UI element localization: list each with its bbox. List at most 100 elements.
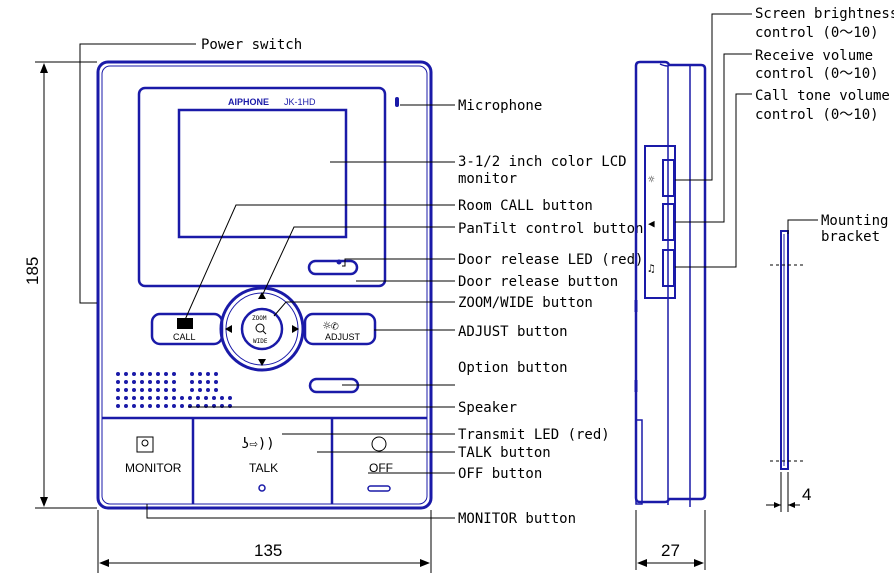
speaker-hole [172,388,176,392]
speaker-hole [164,380,168,384]
speaker-hole [164,396,168,400]
lcd-monitor [177,108,348,239]
label-transmit-led: Transmit LED (red) [458,427,610,443]
label-mounting-2: bracket [821,229,880,245]
leader-lines [79,43,455,519]
pantilt-control[interactable] [219,286,305,372]
label-brightness-2: control (0～10) [755,25,879,41]
mounting-bracket: Mounting bracket 4 [766,213,888,512]
label-room-call: Room CALL button [458,198,593,214]
svg-text:ADJUST: ADJUST [325,332,361,342]
magnifier-icon [255,323,265,333]
svg-text:WIDE: WIDE [253,338,268,345]
transmit-led [258,484,266,492]
speaker-hole [140,380,144,384]
label-speaker: Speaker [458,400,517,416]
speaker-hole [172,380,176,384]
speaker-hole [206,372,210,376]
adjust-icon: ☼✆ [323,319,339,334]
label-door-button: Door release button [458,274,618,290]
speaker-hole [156,372,160,376]
speaker-hole [164,388,168,392]
arrow-left-icon [225,325,232,333]
speaker-hole [148,404,152,408]
side-view: ☼ ◀ ♫ [634,60,707,507]
speaker-hole [140,404,144,408]
arrow-right-icon [292,325,299,333]
height-value: 185 [23,257,42,285]
label-pantilt: PanTilt control button [458,221,643,237]
zoom-wide-button[interactable]: ZOOM WIDE [240,307,284,351]
speaker-hole [132,372,136,376]
speaker-hole [116,404,120,408]
speaker-hole [148,372,152,376]
label-receive: Receive volume [755,48,873,64]
call-icon [177,318,193,329]
depth-dimension: 27 [635,510,706,570]
speaker-hole [156,388,160,392]
speaker-hole [132,380,136,384]
speaker-hole [196,396,200,400]
receive-volume-control[interactable]: ◀ [648,203,675,241]
speaker-hole [180,396,184,400]
speaker-hole [172,372,176,376]
speaker-hole [204,396,208,400]
speaker-hole [116,396,120,400]
talk-button[interactable]: ʖ⇨)) TALK [193,418,331,504]
speaker-hole [228,396,232,400]
speaker-hole [188,396,192,400]
speaker-hole [124,388,128,392]
speaker-hole [206,380,210,384]
label-lcd: 3-1/2 inch color LCD [458,154,627,170]
label-microphone: Microphone [458,98,542,114]
width-value: 135 [254,541,282,560]
speaker-hole [190,372,194,376]
label-talk: TALK button [458,445,551,461]
label-receive-2: control (0～10) [755,66,879,82]
speaker-hole [148,396,152,400]
speaker-hole [132,396,136,400]
bell-icon: ♫ [648,262,655,275]
label-option: Option button [458,360,568,376]
speaker-hole [156,404,160,408]
depth-value: 27 [661,541,680,560]
bracket-value: 4 [802,485,811,504]
speaker-hole [214,388,218,392]
label-calltone-2: control (0～10) [755,107,879,123]
speaker-hole [124,380,128,384]
width-dimension: 135 [97,510,432,573]
speaker-hole [116,388,120,392]
svg-text:OFF: OFF [369,461,393,475]
speaker-hole [164,372,168,376]
off-icon [371,436,387,452]
room-call-button[interactable]: CALL [150,312,224,346]
talk-icon: ʖ⇨)) [241,436,275,452]
brightness-control[interactable]: ☼ [648,159,675,197]
speaker-hole [180,404,184,408]
label-calltone: Call tone volume [755,88,890,104]
speaker-hole [214,380,218,384]
speaker-hole [190,380,194,384]
speaker-hole [140,372,144,376]
monitor-button[interactable]: MONITOR [102,418,192,504]
speaker-hole [156,380,160,384]
speaker-hole [198,388,202,392]
screen-bezel [137,86,387,288]
speaker-hole [198,372,202,376]
speaker-grille [116,372,232,408]
off-button[interactable]: OFF [367,436,393,492]
side-labels: Screen brightness control (0～10) Receive… [755,6,894,123]
speaker-hole [220,396,224,400]
door-release-button[interactable] [307,259,359,276]
call-tone-volume-control[interactable]: ♫ [648,249,675,287]
label-lcd-2: monitor [458,171,517,187]
speaker-hole [190,388,194,392]
speaker-hole [148,388,152,392]
svg-text:CALL: CALL [173,332,196,342]
speaker-hole [198,380,202,384]
label-zoom: ZOOM/WIDE button [458,295,593,311]
speaker-hole [212,396,216,400]
arrow-down-icon [258,359,266,366]
adjust-button[interactable]: ☼✆ ADJUST [303,312,377,346]
